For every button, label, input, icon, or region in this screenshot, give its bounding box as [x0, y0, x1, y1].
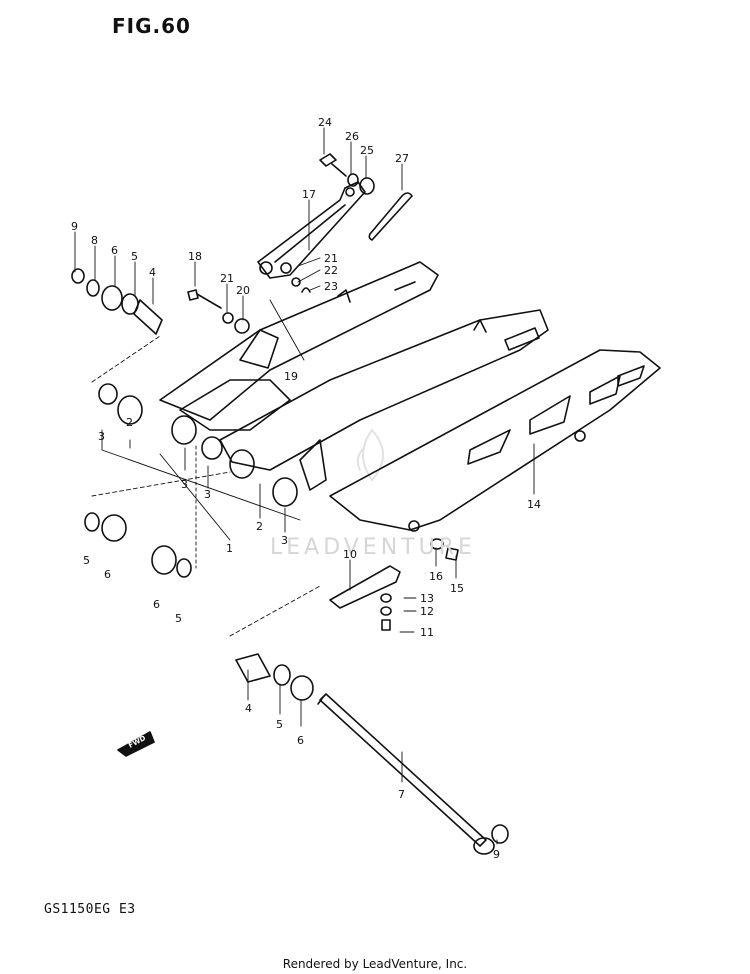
callout-19[interactable]: 19	[284, 370, 298, 383]
callout-14[interactable]: 14	[527, 498, 541, 511]
callout-5-bottom[interactable]: 5	[276, 718, 283, 731]
callout-25[interactable]: 25	[360, 144, 374, 157]
callout-3-right[interactable]: 3	[281, 534, 288, 547]
callout-13[interactable]: 13	[420, 592, 434, 605]
callout-7[interactable]: 7	[398, 788, 405, 801]
callout-26[interactable]: 26	[345, 130, 359, 143]
washer-26[interactable]	[347, 173, 359, 187]
cap-9-lower[interactable]	[491, 824, 509, 844]
callout-3-mid[interactable]: 3	[181, 478, 188, 491]
swingarm-1[interactable]	[117, 261, 549, 507]
callout-6-bottom[interactable]: 6	[297, 734, 304, 747]
callout-2-right[interactable]: 2	[256, 520, 263, 533]
chain-buffer-10[interactable]	[329, 565, 401, 609]
callout-23[interactable]: 23	[324, 280, 338, 293]
watermark-flame-icon	[356, 429, 384, 481]
render-credit: Rendered by LeadVenture, Inc.	[282, 957, 468, 971]
callout-3-inner[interactable]: 3	[204, 488, 211, 501]
callout-15[interactable]: 15	[450, 582, 464, 595]
left-bushing-group-upper	[71, 268, 163, 335]
callout-12[interactable]: 12	[420, 605, 434, 618]
oil-seal-6-mid[interactable]	[101, 514, 127, 542]
washer-16[interactable]	[430, 538, 444, 550]
callout-5-mid[interactable]: 5	[83, 554, 90, 567]
callout-6-lower[interactable]: 6	[153, 598, 160, 611]
callout-11[interactable]: 11	[420, 626, 434, 639]
callout-6-mid[interactable]: 6	[104, 568, 111, 581]
callout-20[interactable]: 20	[236, 284, 250, 297]
bolt-24[interactable]	[319, 153, 347, 177]
callout-22[interactable]: 22	[324, 264, 338, 277]
washer-21-upper[interactable]	[280, 262, 292, 274]
nut-22[interactable]	[291, 277, 301, 287]
pivot-shaft-7[interactable]	[317, 693, 495, 855]
oil-seal-6-bottom[interactable]	[290, 675, 314, 701]
callout-4-lower[interactable]: 4	[245, 702, 252, 715]
callout-27[interactable]: 27	[395, 152, 409, 165]
oil-seal-6-lower[interactable]	[151, 545, 177, 575]
bearing-3-upper-left[interactable]	[98, 383, 118, 405]
model-code: GS1150EG E3	[44, 902, 136, 917]
chain-guard-14[interactable]	[329, 349, 661, 532]
callout-24[interactable]: 24	[318, 116, 332, 129]
callout-21-lower[interactable]: 21	[220, 272, 234, 285]
washer-5-lower[interactable]	[176, 558, 192, 578]
cap-9-upper[interactable]	[71, 268, 85, 284]
nut-25[interactable]	[359, 177, 375, 195]
callout-8[interactable]: 8	[91, 234, 98, 247]
callout-4-upper[interactable]: 4	[149, 266, 156, 279]
washer-13[interactable]	[380, 593, 392, 603]
callout-16[interactable]: 16	[429, 570, 443, 583]
seal-8[interactable]	[86, 279, 100, 297]
bearing-3-mid[interactable]	[201, 436, 223, 460]
callout-6-upper[interactable]: 6	[111, 244, 118, 257]
washer-5-mid[interactable]	[84, 512, 100, 532]
callout-18[interactable]: 18	[188, 250, 202, 263]
bolt-11[interactable]	[381, 619, 391, 631]
figure-title: FIG.60	[112, 14, 191, 38]
torque-link-17[interactable]	[257, 181, 366, 279]
callout-5-upper[interactable]: 5	[131, 250, 138, 263]
lock-washer-12[interactable]	[380, 606, 392, 616]
washer-5-bottom[interactable]	[273, 664, 291, 686]
bolt-18[interactable]	[187, 289, 222, 309]
watermark-text: LEADVENTURE	[270, 535, 476, 560]
callout-3-left[interactable]: 3	[98, 430, 105, 443]
callout-1[interactable]: 1	[226, 542, 233, 555]
oil-seal-6-upper[interactable]	[101, 285, 123, 311]
callout-21-upper[interactable]: 21	[324, 252, 338, 265]
callout-9-lower[interactable]: 9	[493, 848, 500, 861]
callout-9-upper[interactable]: 9	[71, 220, 78, 233]
cotter-pin-23[interactable]	[301, 287, 311, 293]
callout-10[interactable]: 10	[343, 548, 357, 561]
washer-21-lower[interactable]	[222, 312, 234, 324]
callout-2-left[interactable]: 2	[126, 416, 133, 429]
spacer-4-upper[interactable]	[133, 299, 163, 335]
callout-5-lower[interactable]: 5	[175, 612, 182, 625]
leader-lines	[74, 127, 535, 845]
collar-20[interactable]	[234, 318, 250, 334]
fwd-arrow-icon	[117, 731, 155, 757]
cotter-pin-27[interactable]	[368, 192, 413, 241]
spacer-4-lower[interactable]	[235, 653, 271, 683]
callout-17[interactable]: 17	[302, 188, 316, 201]
